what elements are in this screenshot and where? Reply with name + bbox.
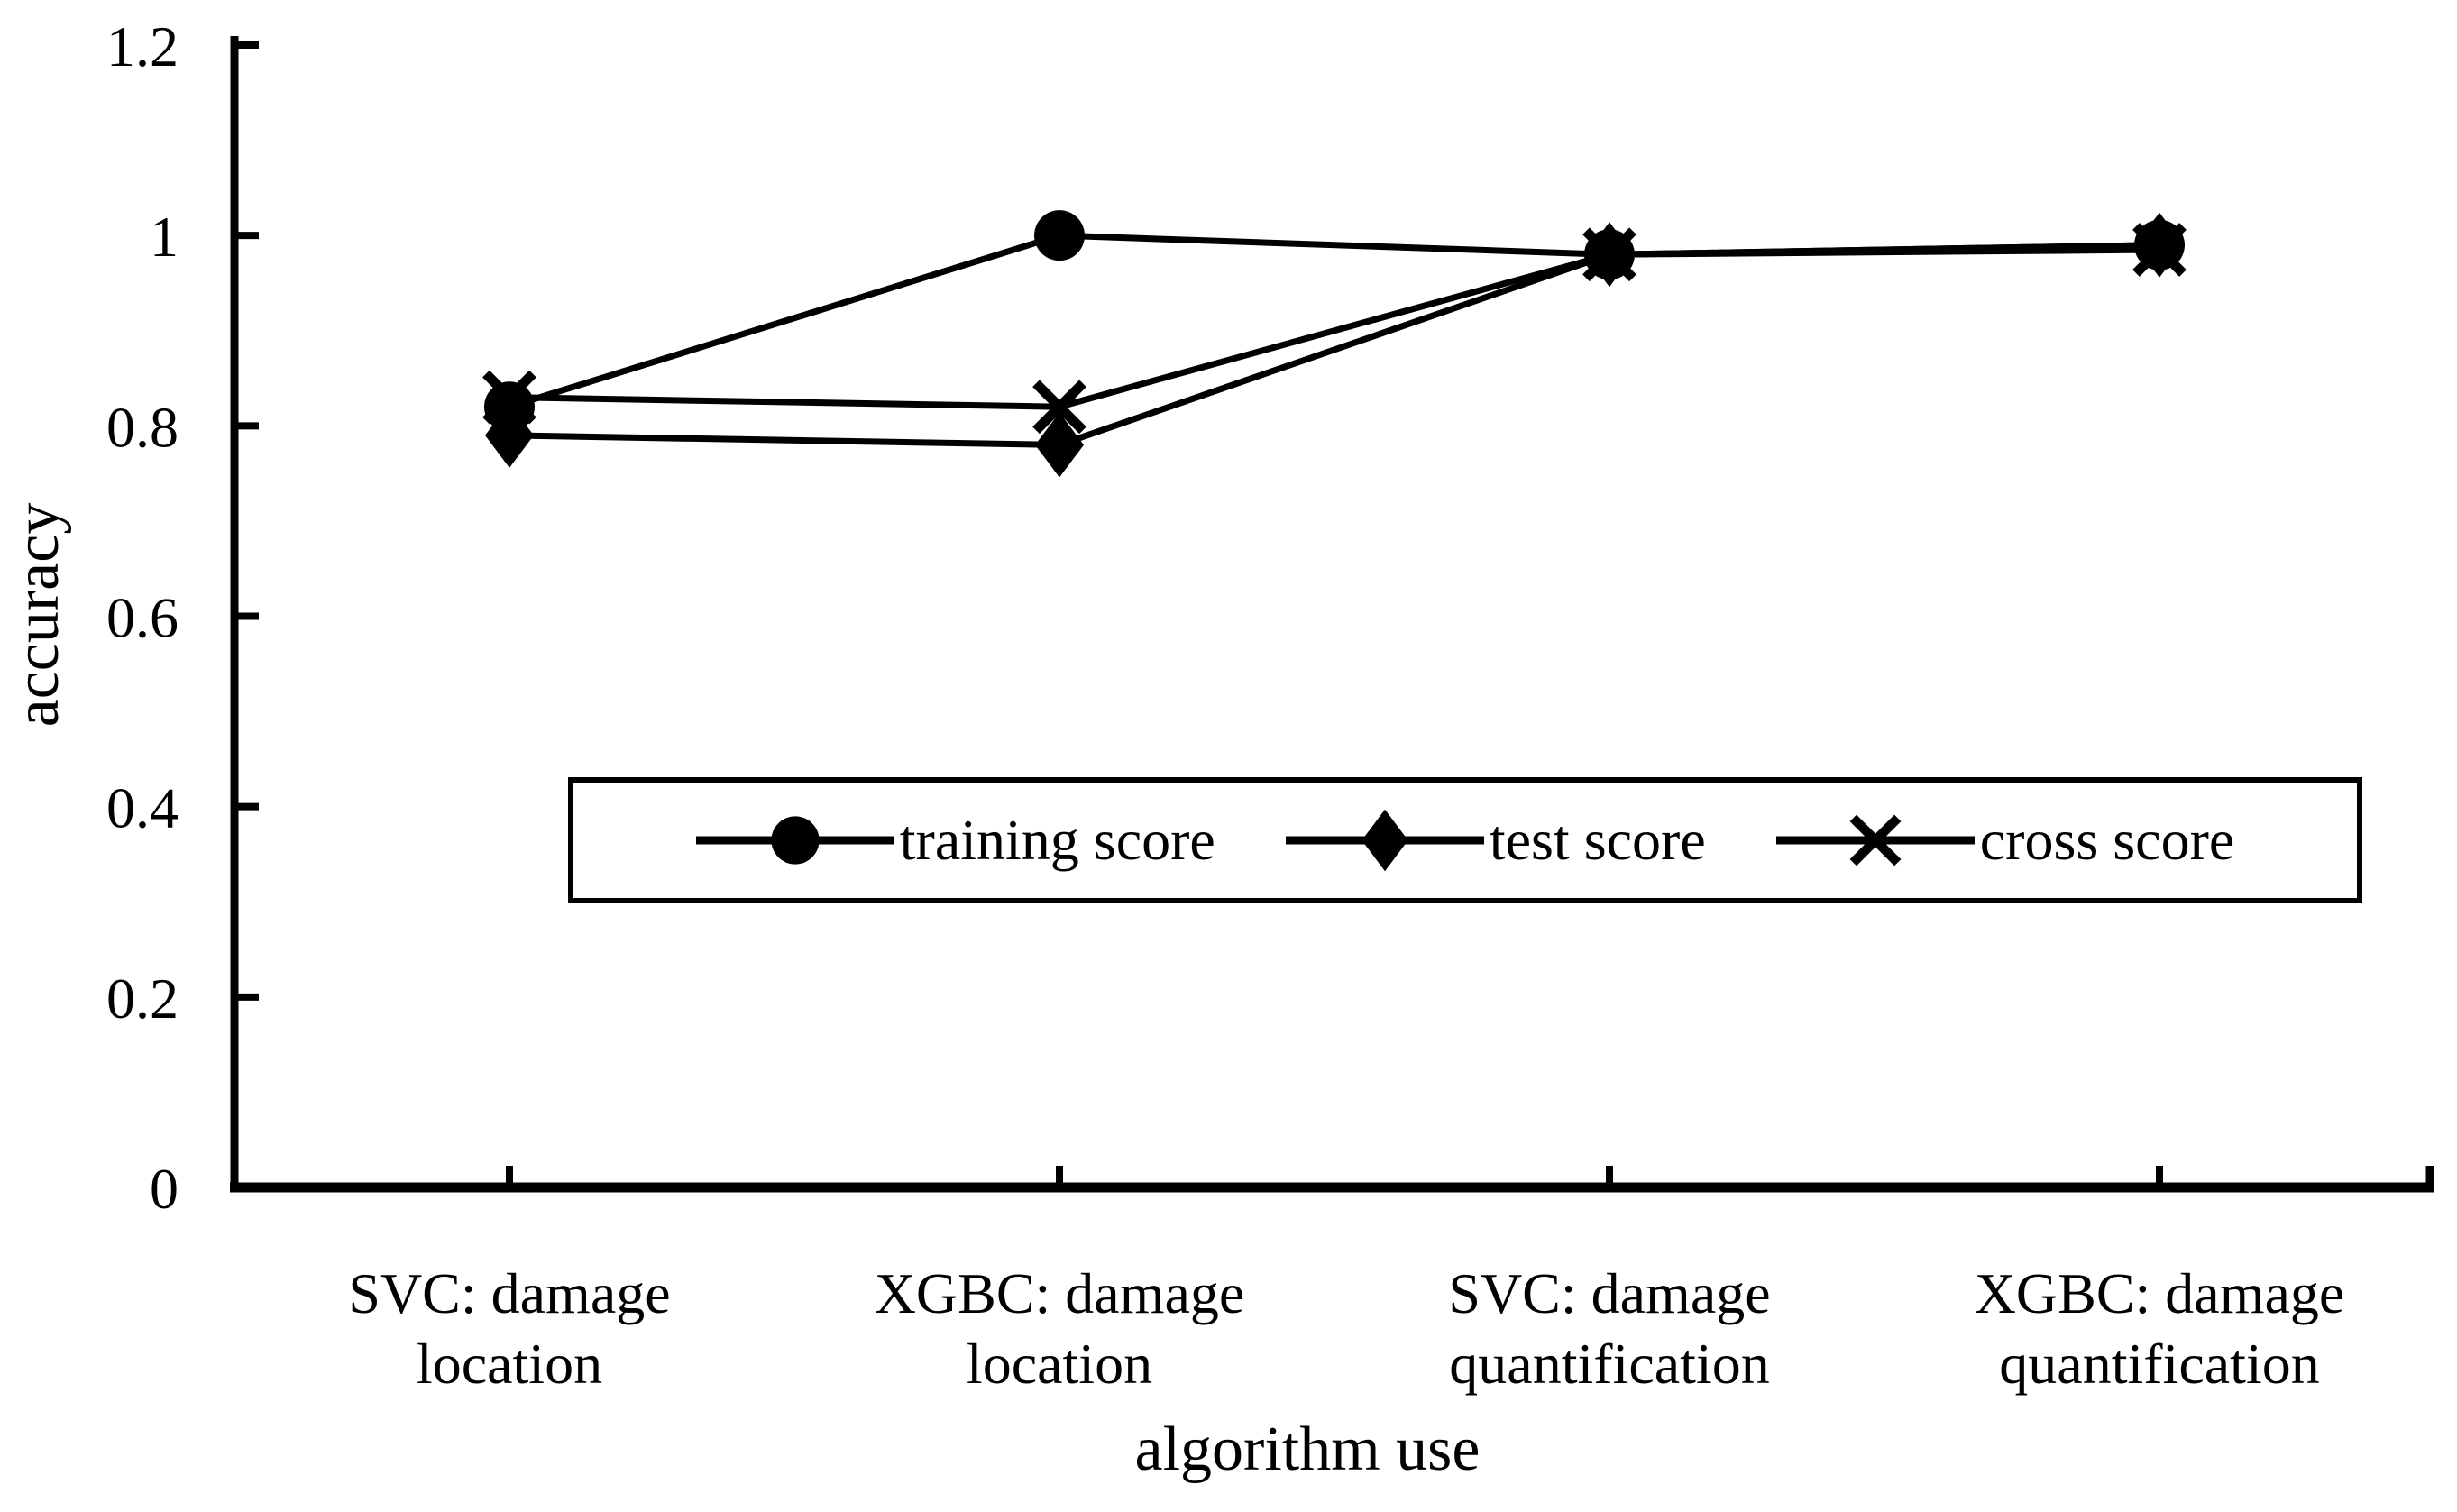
marker-diamond <box>1361 809 1408 872</box>
legend-item-training-score: training score <box>695 802 1215 878</box>
y-tick-label: 0.8 <box>106 395 179 459</box>
legend-label: test score <box>1489 808 1706 872</box>
legend-item-cross-score: cross score <box>1775 802 2235 878</box>
cross-score-legend-marker <box>1775 814 1975 866</box>
marker-x <box>2132 223 2187 277</box>
marker-circle <box>771 816 820 865</box>
legend-label: training score <box>899 808 1215 872</box>
marker-diamond <box>1035 412 1084 478</box>
y-tick-label: 1.2 <box>106 14 179 78</box>
y-tick-label: 0.6 <box>106 586 179 650</box>
y-tick-label: 0.4 <box>106 776 179 840</box>
series-line <box>508 232 2160 410</box>
series-line <box>509 242 2160 448</box>
series-line <box>509 246 2160 410</box>
y-tick-label: 1 <box>150 205 179 269</box>
y-axis-title: accuracy <box>3 502 72 728</box>
marker-x <box>1032 380 1086 435</box>
marker-x <box>1582 227 1636 282</box>
legend: training score test score cross score <box>568 777 2362 903</box>
marker-x <box>1849 814 1902 866</box>
legend-item-test-score: test score <box>1285 802 1706 878</box>
y-tick-label: 0 <box>150 1157 179 1221</box>
marker-diamond <box>485 402 534 468</box>
marker-x <box>482 370 536 425</box>
test-score-legend-marker <box>1285 809 1484 872</box>
training-score-legend-marker <box>695 816 894 865</box>
y-tick-label: 0.2 <box>106 967 179 1031</box>
x-axis-title: algorithm use <box>1134 1415 1481 1484</box>
legend-label: cross score <box>1979 808 2235 872</box>
marker-circle <box>1034 210 1085 261</box>
series-cross-score <box>482 223 2187 435</box>
